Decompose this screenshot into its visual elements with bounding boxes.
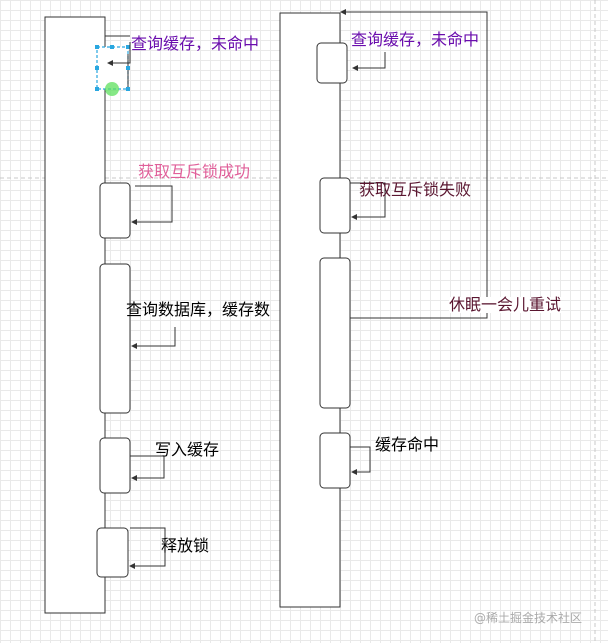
selection-handles[interactable] — [95, 45, 130, 91]
right-label-query-cache-miss: 查询缓存，未命中 — [351, 30, 480, 49]
left-label-write-cache: 写入缓存 — [155, 440, 220, 459]
left-lifeline-bar[interactable] — [44, 16, 106, 614]
right-activation-sleep-retry[interactable] — [319, 257, 351, 409]
watermark: @稀土掘金技术社区 — [474, 611, 583, 625]
right-activation-cache-hit[interactable] — [319, 432, 351, 489]
left-label-release-lock: 释放锁 — [161, 536, 210, 555]
right-label-acquire-lock-fail: 获取互斥锁失败 — [359, 180, 472, 199]
left-label-acquire-lock-success: 获取互斥锁成功 — [138, 162, 251, 181]
left-arrowheads — [107, 60, 137, 569]
right-arrowheads — [340, 9, 358, 475]
left-label-query-db: 查询数据库，缓存数 — [126, 300, 271, 319]
right-activation-query-cache[interactable] — [316, 42, 348, 84]
right-activation-acquire-lock-fail[interactable] — [319, 177, 351, 234]
left-activation-release-lock[interactable] — [96, 527, 129, 578]
connection-handle[interactable] — [105, 82, 119, 96]
left-activation-write-cache[interactable] — [99, 437, 131, 494]
left-activation-query-db[interactable] — [99, 263, 131, 414]
right-label-sleep-retry: 休眠一会儿重试 — [449, 295, 562, 314]
right-label-cache-hit: 缓存命中 — [375, 435, 440, 454]
right-self-arrows — [345, 11, 488, 473]
left-self-arrows — [105, 35, 176, 567]
left-activation-acquire-lock[interactable] — [99, 182, 131, 239]
left-label-query-cache-miss: 查询缓存，未命中 — [131, 34, 260, 53]
